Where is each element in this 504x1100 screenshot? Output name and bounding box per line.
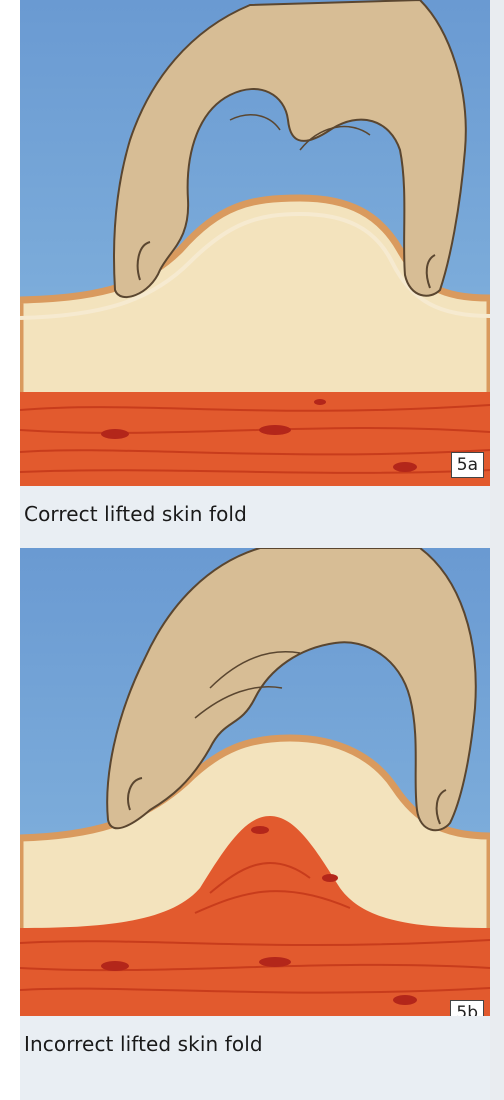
figure-5b-illustration [20,548,490,1016]
caption-bar-5a: Correct lifted skin fold [20,486,490,548]
left-margin [0,0,20,1100]
figure-caption-5b: Incorrect lifted skin fold [24,1032,263,1056]
figure-5a: 5a [20,0,490,486]
figure-label-5a: 5a [451,452,484,478]
caption-bar-5b: Incorrect lifted skin fold [20,1016,490,1100]
right-margin [490,0,504,1100]
figure-5a-illustration [20,0,490,486]
figure-5b: 5b [20,548,490,1034]
figure-caption-5a: Correct lifted skin fold [24,502,247,526]
